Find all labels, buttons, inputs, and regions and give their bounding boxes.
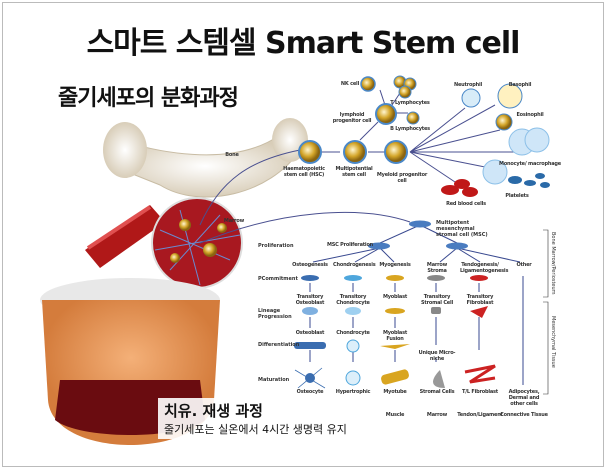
msc-col-tissue-label: Marrow [426,412,448,418]
bone-cells [298,75,550,197]
mpp-label: Multipotential stem cell [335,166,373,178]
monocyte-label: Monocyte/ macrophage [499,161,561,167]
msc-col-final-label: T/L Fibroblast [461,389,498,395]
msc-col-final-label: Myotube [383,389,407,395]
msc-col-tissue-label: Muscle [385,412,405,418]
msc-proliferation-label: MSC Proliferation [326,242,374,248]
msc-col-head-label: Marrow Stroma [426,262,448,274]
side-label-bottom: Mesenchymal Tissue [550,316,556,368]
caption-box: 치유. 재생 과정 줄기세포는 실온에서 4시간 생명력 유지 [158,398,353,439]
row-proliferation: Proliferation [258,243,294,249]
row-pcommitment: PCommitment [258,276,298,282]
lymphoid-label: lymphoid progenitor cell [332,112,372,124]
caption-text: 줄기세포는 실온에서 4시간 생명력 유지 [164,423,347,436]
caption-heading: 치유. 재생 과정 [164,402,263,420]
neutrophil-label: Neutrophil [454,82,482,88]
rbc-label: Red blood cells [446,201,486,207]
platelets-label: Platelets [505,193,529,199]
msc-col-tissue-label: Tendon/Ligament [457,412,503,418]
side-label-top: Bone Marrow/Periosteum [550,232,556,295]
marrow-closeup [151,197,243,289]
msc-col-head-label: Osteogenesis [292,262,328,268]
msc-col-transitory-label: Transitory Stromal Cell [420,294,454,306]
msc-col-mid-label: Osteoblast [295,330,325,336]
msc-col-mid-label: Myoblast Fusion [382,330,408,342]
msc-col-transitory-label: Transitory Chondrocyte [336,294,370,306]
msc-col-transitory-label: Myoblast [382,294,408,300]
nk-label: NK cell [340,81,360,87]
bone-label: Bone [225,152,239,158]
msc-col-final-label: Stromal Cells [419,389,455,395]
msc-top-label: Multipotent mesenchymal stromal cell (MS… [436,220,488,238]
row-differentiation: Differentiation [258,342,300,348]
msc-col-head-label: Tendogenesis/ Ligamentogenesis [460,262,509,274]
page-title: 스마트 스템셀 Smart Stem cell [86,26,521,61]
row-maturation: Maturation [258,377,290,383]
msc-col-tissue-label: Connective Tissue [500,412,548,418]
msc-col-final-label: Adipocytes, Dermal and other cells [508,389,540,407]
b-lymph-label: B Lymphocytes [390,126,430,132]
msc-col-head-label: Myogenesis [379,262,411,268]
msc-col-final-label: Hypertrophic [335,389,371,395]
subtitle: 줄기세포의 분화과정 [58,86,239,111]
msc-col-mid-label: Chondrocyte [336,330,370,336]
basophil-label: Basophil [508,82,532,88]
msc-col-mid-label: Unique Micro-niche [418,350,456,362]
msc-col-transitory-label: Transitory Fibroblast [466,294,494,306]
row-lineage: Lineage Progression [258,308,292,320]
msc-tree-lines [309,224,524,385]
eosinophil-label: Eosinophil [516,112,544,118]
msc-cells [294,220,549,395]
marrow-label: Marrow [223,218,245,224]
t-lymph-label: T Lymphocytes [390,100,430,106]
hsc-label: Haematopoietic stem cell (HSC) [283,166,325,178]
msc-col-head-label: Chondrogenesis [333,262,376,268]
msc-col-transitory-label: Transitory Osteoblast [295,294,325,306]
msc-col-head-label: Other [516,262,532,268]
msc-col-final-label: Osteocyte [296,389,324,395]
bone-illustration [85,118,308,268]
myeloid-label: Myeloid progenitor cell [376,172,428,184]
